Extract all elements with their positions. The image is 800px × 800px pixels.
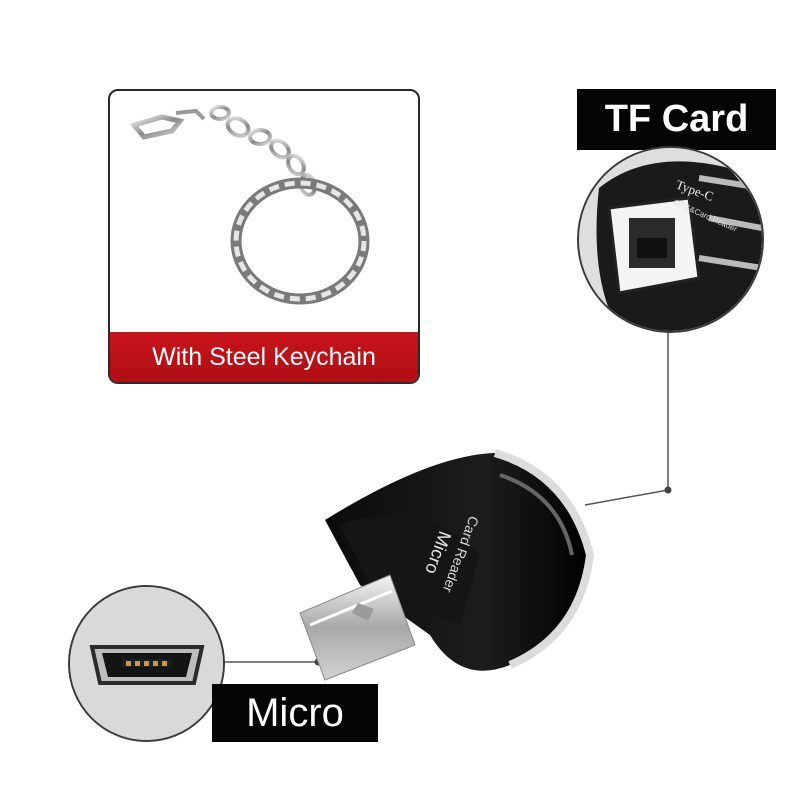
tf-card-label: TF Card: [577, 89, 776, 150]
tf-callout-dot: [664, 486, 672, 494]
micro-port-detail-image: [68, 585, 225, 742]
tf-slot-detail-image: Type-C OTG&Card Reader: [577, 146, 764, 333]
keychain-caption: With Steel Keychain: [110, 332, 418, 382]
steel-keychain-image: [129, 105, 370, 305]
card-reader-product-image: Micro Card Reader: [299, 449, 595, 681]
keychain-card: With Steel Keychain: [108, 89, 420, 384]
micro-label: Micro: [212, 684, 378, 742]
